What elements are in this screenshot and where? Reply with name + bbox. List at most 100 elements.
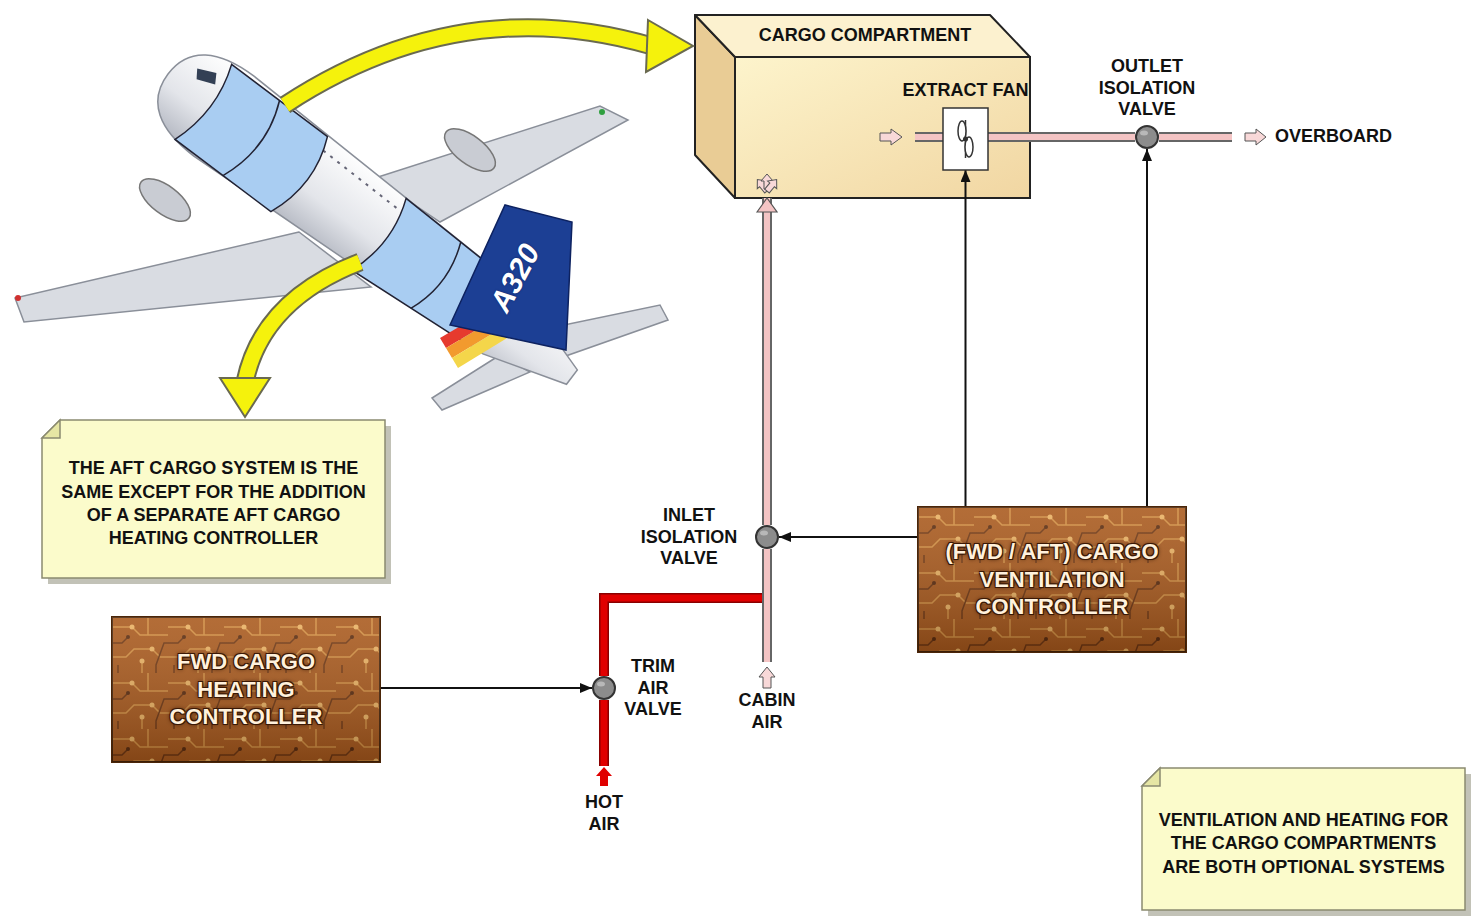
note-paper (42, 420, 385, 578)
text-holder: OUTLET ISOLATION VALVE (1085, 56, 1209, 121)
part-name: CARGO COMPARTMENT (740, 25, 990, 47)
part-name: INLET ISOLATION VALVE (629, 505, 749, 570)
duct-core (764, 198, 770, 525)
signal-line (380, 687, 592, 689)
duct-outline (762, 198, 772, 525)
hot-air-duct (601, 700, 608, 766)
note-paper (1142, 768, 1465, 910)
pointer-arrow-head (220, 378, 270, 417)
text-holder: TRIM AIR VALVE (620, 656, 686, 721)
text-holder: CARGO COMPARTMENT (740, 25, 990, 47)
valve-symbol: OUTLET ISOLATION VALVE (1135, 125, 1159, 149)
shape-outline (943, 108, 988, 170)
circuit-board (112, 617, 380, 762)
control-signal (779, 537, 918, 538)
controller-title: (FWD / AFT) CARGO VENTILATION CONTROLLER (932, 538, 1172, 621)
duct-outline (762, 549, 772, 662)
duct-core (604, 549, 767, 676)
flow-label: HOT AIR (580, 792, 628, 835)
shape-outline (1135, 125, 1159, 149)
flow-arrow (596, 767, 612, 786)
duct-core (764, 549, 770, 662)
extract-duct (915, 134, 945, 140)
valve-symbol: TRIM AIR VALVE (592, 676, 616, 700)
air-duct (988, 137, 1135, 138)
flow-arrow (759, 667, 775, 688)
flow-label: CABIN AIR (736, 690, 798, 733)
text-holder: OVERBOARD (1275, 126, 1392, 148)
cockpit-window (192, 62, 221, 90)
shape-outline (592, 676, 616, 700)
compartment-box: CARGO COMPARTMENT EXTRACT FAN (695, 15, 1030, 198)
valve-body (756, 526, 778, 548)
flow-arrow (1245, 129, 1266, 145)
duct-outline (1159, 132, 1232, 142)
control-signal (1147, 149, 1148, 507)
cabin-air-duct (767, 549, 768, 662)
text-holder: HOT AIR (580, 792, 628, 835)
valve-body (593, 677, 615, 699)
text-holder: INLET ISOLATION VALVE (629, 505, 749, 570)
wing-light (599, 109, 605, 115)
pointer-arrow-outline (245, 262, 360, 382)
flow-label: OVERBOARD (1275, 126, 1392, 148)
flow-arrow (762, 176, 781, 195)
cargo-hold-divider (411, 242, 468, 313)
note-text: THE AFT CARGO SYSTEM IS THE SAME EXCEPT … (56, 457, 371, 551)
text-holder: FWD CARGO HEATING CONTROLLER (126, 648, 366, 731)
cargo-hold-divider (223, 100, 288, 181)
board-shading (918, 507, 1186, 652)
aircraft-engine (438, 121, 503, 179)
pointer-arrow (285, 28, 652, 105)
text-holder: CABIN AIR (736, 690, 798, 733)
note-fold (1142, 768, 1160, 786)
aircraft-engine (133, 171, 198, 229)
note-fold (42, 420, 60, 438)
duct-outline (599, 700, 609, 766)
part-name: TRIM AIR VALVE (620, 656, 686, 721)
signal-line (779, 536, 918, 538)
fan-housing (943, 108, 988, 170)
part-name: EXTRACT FAN (881, 80, 1051, 102)
box-front-face (735, 57, 1030, 198)
controller-title: FWD CARGO HEATING CONTROLLER (126, 648, 366, 731)
signal-line (965, 170, 967, 507)
note-callout: THE AFT CARGO SYSTEM IS THE SAME EXCEPT … (42, 420, 385, 578)
overboard-duct (1159, 134, 1232, 140)
control-signal (380, 688, 592, 689)
valve-body (1136, 126, 1158, 148)
aircraft-fuselage (138, 34, 601, 418)
duct-outline (915, 132, 945, 142)
box-top-face (695, 15, 1030, 57)
wing-light (15, 295, 21, 301)
part-name: OUTLET ISOLATION VALVE (1085, 56, 1209, 121)
valve-highlight (1140, 131, 1148, 136)
board-shading (112, 617, 380, 762)
duct-core (988, 134, 1135, 140)
circuit-board (918, 507, 1186, 652)
valve-highlight (760, 531, 768, 536)
shape-outline (755, 525, 779, 549)
fuselage-body (138, 34, 601, 418)
text-holder: EXTRACT FAN (881, 80, 1051, 102)
fan-unit: EXTRACT FAN (943, 108, 988, 170)
valve-symbol: INLET ISOLATION VALVE (755, 525, 779, 549)
pointer-arrow (245, 262, 360, 382)
valve-highlight (597, 682, 605, 687)
duct-outline (604, 549, 767, 676)
control-signal (965, 170, 966, 507)
controller-box: (FWD / AFT) CARGO VENTILATION CONTROLLER (918, 507, 1186, 652)
aircraft-fin (450, 205, 572, 350)
text-holder: (FWD / AFT) CARGO VENTILATION CONTROLLER (932, 538, 1172, 621)
signal-line (1146, 149, 1148, 507)
note-callout: VENTILATION AND HEATING FOR THE CARGO CO… (1142, 768, 1465, 910)
text-holder: THE AFT CARGO SYSTEM IS THE SAME EXCEPT … (56, 457, 371, 551)
controller-box: FWD CARGO HEATING CONTROLLER (112, 617, 380, 762)
flow-arrow (880, 129, 902, 145)
note-text: VENTILATION AND HEATING FOR THE CARGO CO… (1156, 809, 1451, 879)
air-duct (767, 198, 768, 525)
pointer-arrow-outline (285, 28, 652, 105)
pointer-arrow-head (646, 20, 693, 72)
hot-air-duct (604, 549, 767, 676)
